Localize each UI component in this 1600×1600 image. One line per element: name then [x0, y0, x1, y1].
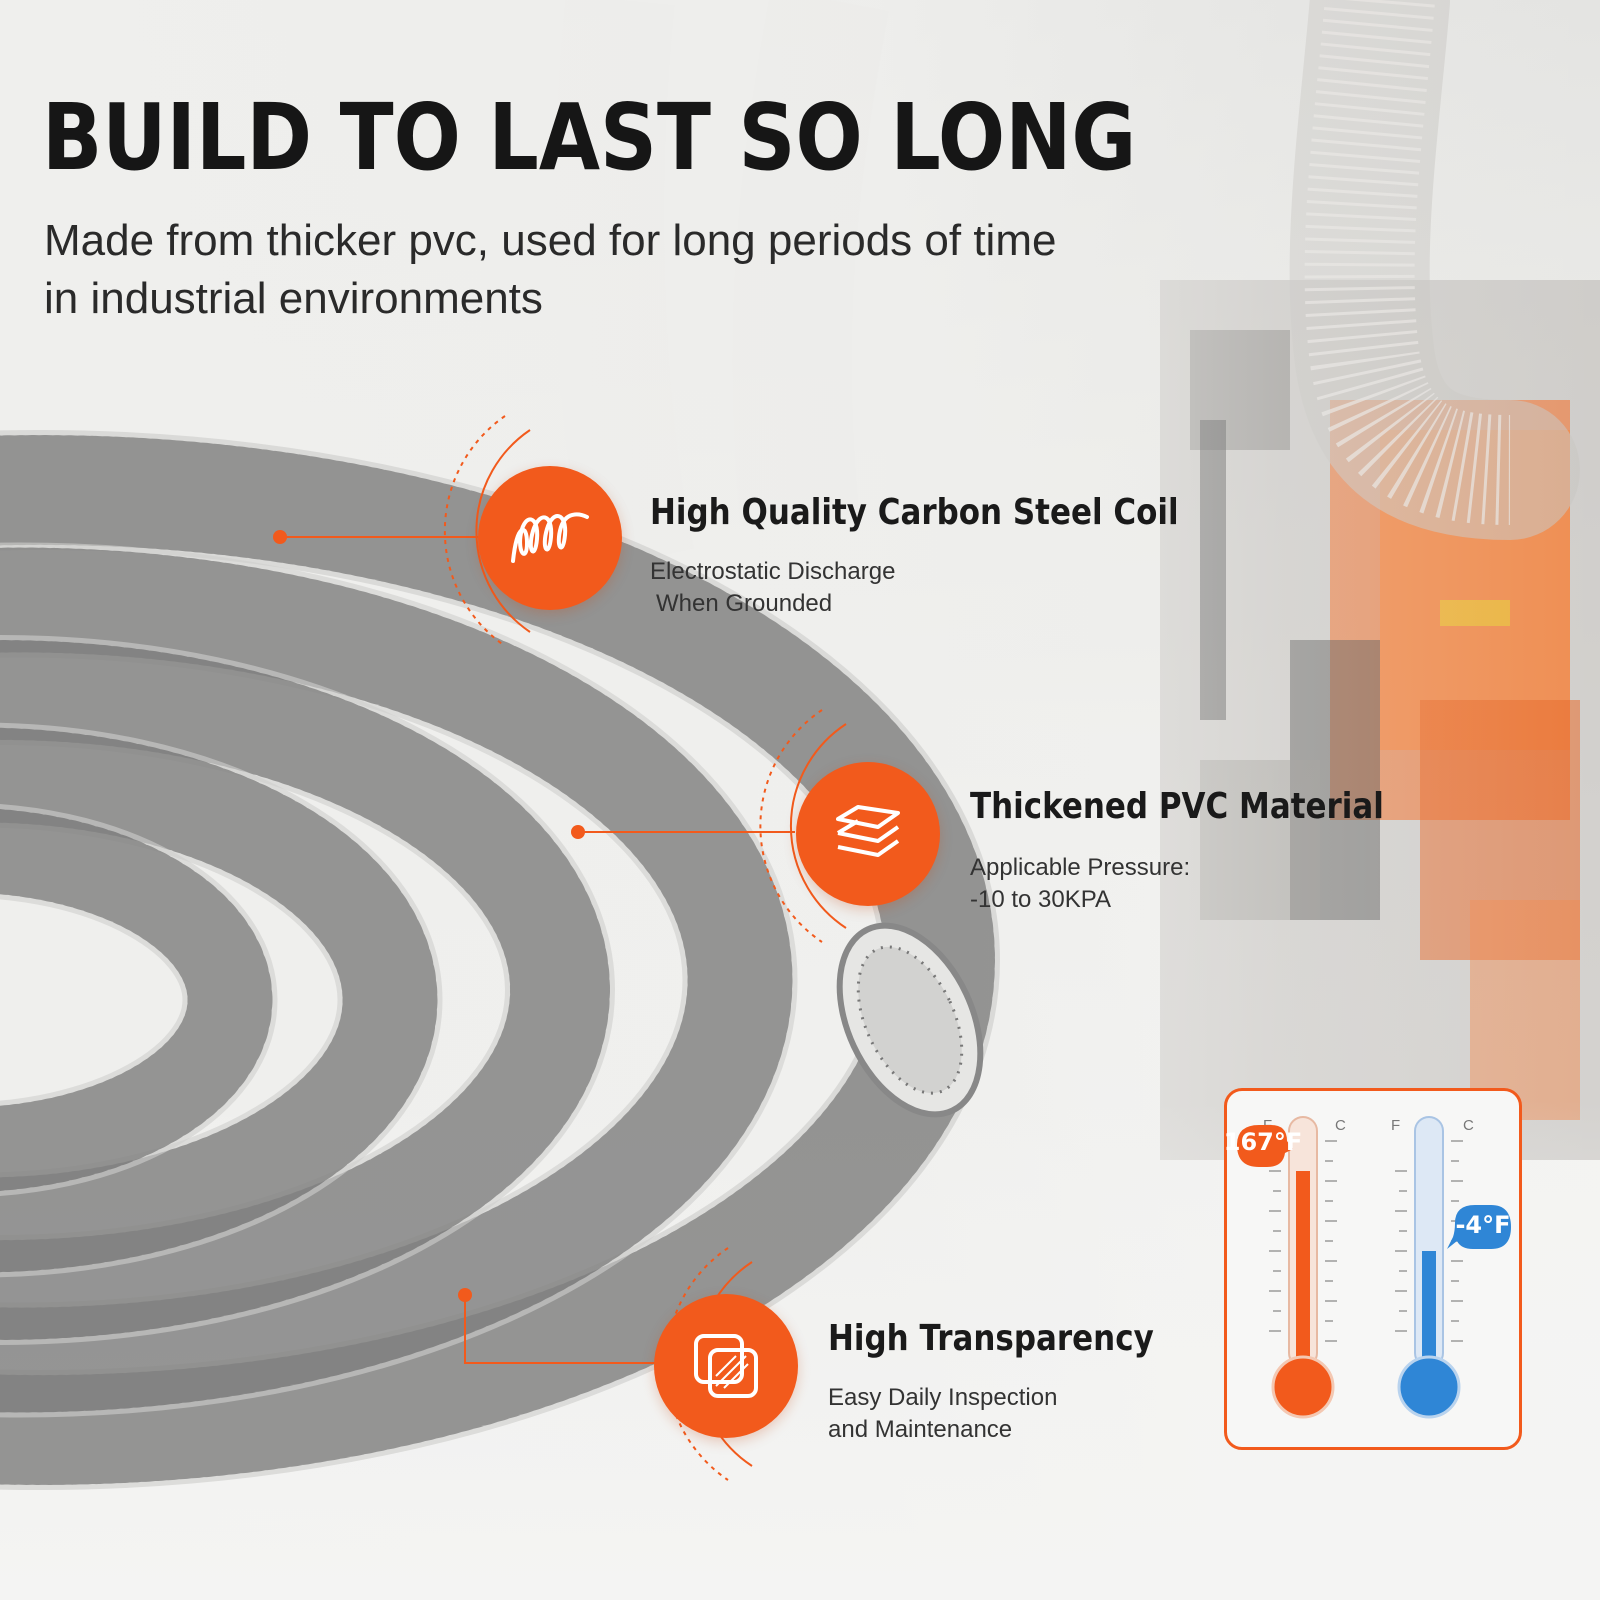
page-title: BUILD TO LAST SO LONG [42, 84, 1137, 191]
feature-desc-transparency-line2: and Maintenance [828, 1416, 1013, 1443]
feature-desc-coil-line1: Electrostatic Discharge [650, 558, 896, 585]
cold-scale-c-label: C [1463, 1117, 1474, 1134]
feature-desc-pvc-line2: -10 to 30KPA [970, 886, 1111, 913]
feature-desc-coil-line2: When Grounded [656, 590, 833, 617]
feature-desc-transparency-line1: Easy Daily Inspection [828, 1384, 1058, 1411]
min-temperature-badge: -4°F [1455, 1211, 1511, 1239]
cold-scale-f-label: F [1391, 1117, 1401, 1134]
coil-spring-icon [478, 466, 622, 610]
transparent-squares-icon [654, 1294, 798, 1438]
temperature-range-card: F C F C [1224, 1088, 1522, 1450]
feature-title-transparency: High Transparency [828, 1318, 1154, 1359]
hot-scale-c-label: C [1335, 1117, 1346, 1134]
layers-icon [796, 762, 940, 906]
feature-title-pvc: Thickened PVC Material [970, 786, 1384, 827]
feature-desc-pvc-line1: Applicable Pressure: [970, 854, 1191, 881]
max-temperature-badge: 167°F [1223, 1128, 1303, 1156]
feature-title-coil: High Quality Carbon Steel Coil [650, 492, 1179, 533]
page-subtitle: Made from thicker pvc, used for long per… [44, 216, 1057, 323]
thermometers-icon [1237, 1116, 1511, 1419]
